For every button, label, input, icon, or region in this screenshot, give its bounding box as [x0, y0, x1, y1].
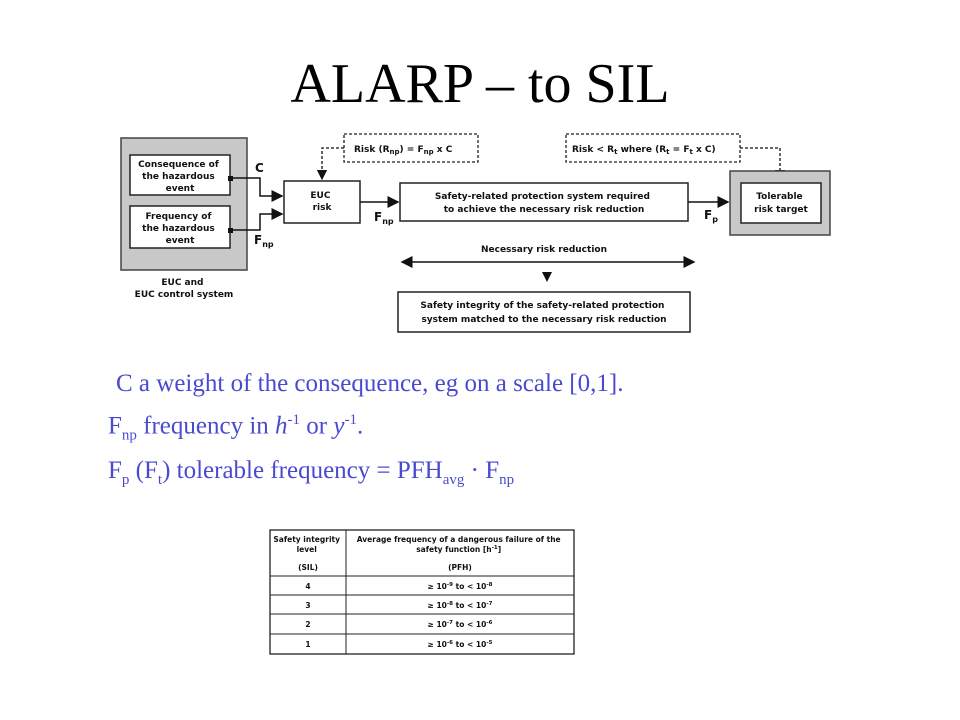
- svg-text:≥ 10-9 to < 10-8: ≥ 10-9 to < 10-8: [428, 582, 493, 591]
- svg-text:Safety integrity of the safety: Safety integrity of the safety-related p…: [420, 301, 667, 325]
- sil-row: 4 ≥ 10-9 to < 10-8: [305, 582, 492, 591]
- label-fp: Fp: [704, 208, 718, 224]
- svg-text:EUC risk: EUC risk: [310, 191, 333, 213]
- svg-text:Frequency of the hazardous: Frequency of the hazardous event: [142, 212, 218, 246]
- svg-text:4: 4: [305, 582, 310, 591]
- protection-system-box: [399, 182, 689, 222]
- sil-row: 1 ≥ 10-6 to < 10-5: [305, 640, 492, 649]
- label-fnp-mid: Fnp: [374, 210, 394, 226]
- tolerable-target-box: [740, 182, 822, 224]
- tolerable-line1: Tolerable: [756, 192, 802, 202]
- euc-risk-line2: risk: [313, 203, 333, 213]
- sil-header-line1: Safety integrity: [273, 535, 340, 544]
- pfh-header-line1: Average frequency of a dangerous failure…: [357, 535, 561, 544]
- frequency-line3: event: [166, 236, 195, 246]
- note-line3: Fp (Ft) tolerable frequency = PFHavg · F…: [108, 457, 515, 489]
- sil-row: 3 ≥ 10-8 to < 10-7: [305, 601, 492, 610]
- euc-system-line2: EUC control system: [135, 290, 234, 300]
- sil-header-line2: level: [297, 545, 317, 554]
- sil-row: 2 ≥ 10-7 to < 10-6: [305, 620, 492, 629]
- sil-table: Safety integrity level (SIL) Average fre…: [269, 529, 575, 655]
- consequence-line3: event: [166, 184, 195, 194]
- pfh-header-line3: (PFH): [448, 563, 472, 572]
- euc-risk-line1: EUC: [310, 191, 330, 201]
- consequence-line1: Consequence of: [138, 160, 219, 170]
- risk-formula-box: [343, 133, 479, 163]
- svg-text:Safety integrity level: Safety integrity level (SIL): [273, 535, 342, 572]
- svg-text:Tolerable risk target: Tolerable risk target: [754, 192, 808, 215]
- svg-text:2: 2: [305, 620, 310, 629]
- svg-text:1: 1: [305, 640, 310, 649]
- frequency-box: [129, 205, 231, 249]
- integrity-line2: system matched to the necessary risk red…: [421, 315, 666, 325]
- svg-text:≥ 10-6 to < 10-5: ≥ 10-6 to < 10-5: [428, 640, 493, 649]
- svg-text:Average frequency of a dangero: Average frequency of a dangerous failure…: [357, 535, 564, 572]
- svg-text:≥ 10-7 to < 10-6: ≥ 10-7 to < 10-6: [428, 620, 493, 629]
- tolerable-formula-box: [565, 133, 741, 163]
- label-c: C: [255, 161, 264, 175]
- risk-formula: Risk (Rnp) = Fnp x C: [354, 145, 453, 156]
- svg-text:EUC and EUC control system: EUC and EUC control system: [135, 278, 234, 300]
- pfh-header-line2: safety function [h-1]: [416, 545, 501, 554]
- note-line1: C a weight of the consequence, eg on a s…: [116, 370, 624, 397]
- euc-risk-box: [283, 180, 361, 224]
- euc-system-line1: EUC and: [161, 278, 203, 288]
- svg-text:Consequence of the hazardo: Consequence of the hazardous event: [138, 160, 222, 194]
- notes: C a weight of the consequence, eg on a s…: [108, 366, 624, 498]
- slide-title: ALARP – to SIL: [290, 53, 670, 115]
- protection-line2: to achieve the necessary risk reduction: [444, 205, 645, 215]
- necessary-reduction-label: Necessary risk reduction: [481, 245, 607, 255]
- label-fnp-in: Fnp: [254, 233, 274, 249]
- integrity-box: [397, 291, 691, 333]
- svg-text:≥ 10-8 to < 10-7: ≥ 10-8 to < 10-7: [428, 601, 493, 610]
- protection-line1: Safety-related protection system require…: [435, 192, 650, 202]
- frequency-line1: Frequency of: [145, 212, 211, 222]
- integrity-line1: Safety integrity of the safety-related p…: [420, 301, 664, 311]
- tolerable-formula: Risk < Rt where (Rt = Ft x C): [572, 145, 716, 156]
- alarp-diagram: Consequence of the hazardous event Frequ…: [120, 133, 831, 333]
- consequence-line2: the hazardous: [142, 172, 215, 182]
- consequence-box: [129, 154, 231, 196]
- frequency-line2: the hazardous: [142, 224, 215, 234]
- sil-header-line3: (SIL): [298, 563, 318, 572]
- svg-text:Safety-related protection syst: Safety-related protection system require…: [435, 192, 653, 215]
- note-line2: Fnp frequency in h-1 or y-1.: [108, 412, 364, 444]
- tolerable-line2: risk target: [754, 205, 808, 215]
- svg-text:3: 3: [305, 601, 310, 610]
